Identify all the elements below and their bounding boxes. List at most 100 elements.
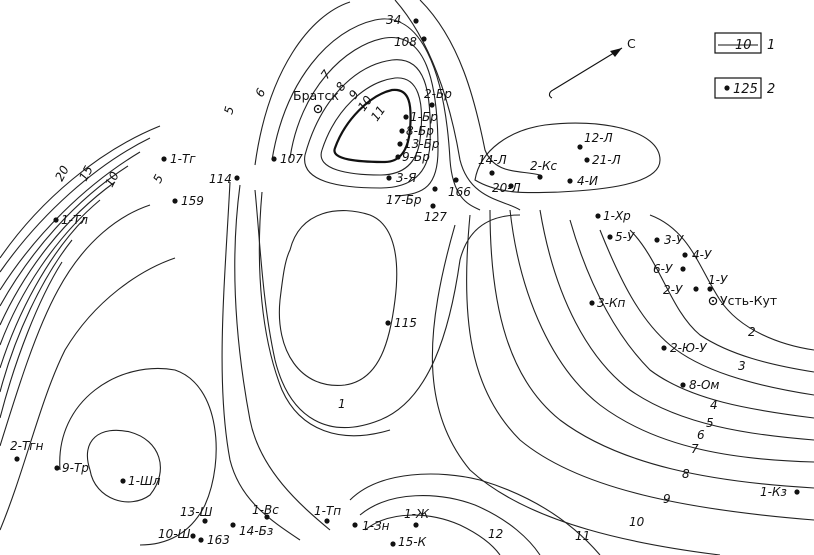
well-marker <box>198 537 204 543</box>
well-label: 1-У <box>708 273 728 287</box>
well-marker <box>53 217 59 223</box>
well-label: 21-Л <box>592 153 621 167</box>
well-label: 14-Бз <box>239 524 273 538</box>
legend-label-1: 1 <box>767 38 775 53</box>
legend-sample-isoline: 10 <box>735 38 752 53</box>
well-marker <box>120 478 126 484</box>
well-label: 4-У <box>692 248 712 262</box>
city-label-bratsk: Братск <box>293 88 339 103</box>
well-label: 9-Тр <box>62 461 89 475</box>
legend-sample-well: 125 <box>733 82 758 97</box>
well-marker <box>584 157 590 163</box>
well-label: 3-Я <box>396 171 417 185</box>
well-marker <box>707 286 713 292</box>
well-marker <box>589 300 595 306</box>
well-label: 5-У <box>615 230 635 244</box>
contours-east <box>349 122 814 555</box>
contours-west <box>0 125 217 546</box>
well-marker <box>352 522 358 528</box>
well-marker <box>202 518 208 524</box>
well-marker <box>680 266 686 272</box>
well-marker <box>453 177 459 183</box>
well-label: 1-Хр <box>603 209 631 223</box>
legend-label-2: 2 <box>767 82 775 97</box>
legend: 10 1 125 2 <box>714 32 775 99</box>
well-marker <box>567 178 573 184</box>
contour-label: 11 <box>575 529 590 543</box>
well-marker <box>190 533 196 539</box>
well-label: 1-Тл <box>61 213 88 227</box>
north-arrow-label: С <box>627 36 636 51</box>
well-label: 13-Бр <box>404 137 440 151</box>
contour-label: 9 <box>663 492 671 506</box>
well-label: 13-Ш <box>180 505 213 519</box>
well-marker <box>577 144 583 150</box>
well-label: 14-Л <box>478 153 507 167</box>
well-marker <box>390 541 396 547</box>
well-marker <box>413 18 419 24</box>
contour-label: 7 <box>691 442 699 456</box>
contour-label: 5 <box>150 172 166 185</box>
well-marker <box>324 518 330 524</box>
well-marker <box>54 465 60 471</box>
city-label-ust-kut: Усть-Кут <box>720 293 777 308</box>
contour-label: 1 <box>338 397 346 411</box>
well-label: 108 <box>394 35 417 49</box>
well-label: 8-Бр <box>406 124 434 138</box>
well-label: 166 <box>448 185 471 199</box>
legend-box-isoline <box>714 32 762 54</box>
contour-label: 5 <box>706 416 714 430</box>
contour-label: 6 <box>697 428 705 442</box>
well-label: 107 <box>280 152 303 166</box>
well-marker <box>385 320 391 326</box>
well-marker <box>413 522 419 528</box>
well-label: 10-Ш <box>158 527 191 541</box>
contour-label: 20 <box>52 163 72 183</box>
well-label: 127 <box>424 210 447 224</box>
well-label: 15-К <box>398 535 427 549</box>
contour-label: 3 <box>738 359 746 373</box>
north-arrow: С <box>548 36 636 99</box>
well-marker <box>172 198 178 204</box>
contour-label: 10 <box>102 169 122 189</box>
well-label: 9-Бр <box>402 150 430 164</box>
well-label: 8-Ом <box>689 378 719 392</box>
well-marker <box>680 382 686 388</box>
well-marker <box>595 213 601 219</box>
contour-label: 12 <box>488 527 503 541</box>
contour-label: 10 <box>629 515 645 529</box>
well-marker <box>508 183 514 189</box>
well-label: 1-Шл <box>128 474 161 488</box>
well-label: 17-Бр <box>386 193 422 207</box>
contour-label: 2 <box>748 325 756 339</box>
well-label: 1-Кз <box>760 485 787 499</box>
well-label: 34 <box>386 13 401 27</box>
well-marker <box>271 156 277 162</box>
well-marker <box>693 286 699 292</box>
well-marker <box>537 174 543 180</box>
well-label: 2-Тгн <box>10 439 44 453</box>
contour-label: 15 <box>76 163 96 183</box>
legend-box-well <box>714 77 762 99</box>
well-marker <box>607 234 613 240</box>
well-label: 3-Кп <box>597 296 625 310</box>
well-marker <box>386 175 392 181</box>
well-marker <box>432 186 438 192</box>
well-label: 2-Кс <box>530 159 557 173</box>
well-label: 1-Ж <box>404 507 430 521</box>
contour-label: 6 <box>252 86 268 100</box>
well-marker <box>430 203 436 209</box>
well-marker <box>403 114 409 120</box>
well-label: 12-Л <box>584 131 613 145</box>
well-label: 2-Ю-У <box>670 341 707 355</box>
well-marker <box>654 237 660 243</box>
well-label: 2-У <box>663 283 683 297</box>
well-marker <box>421 36 427 42</box>
well-label: 20-Л <box>492 181 521 195</box>
well-marker <box>230 522 236 528</box>
well-label: 114 <box>209 172 232 186</box>
well-marker <box>397 141 403 147</box>
well-marker <box>395 154 401 160</box>
well-label: 3-У <box>664 233 684 247</box>
